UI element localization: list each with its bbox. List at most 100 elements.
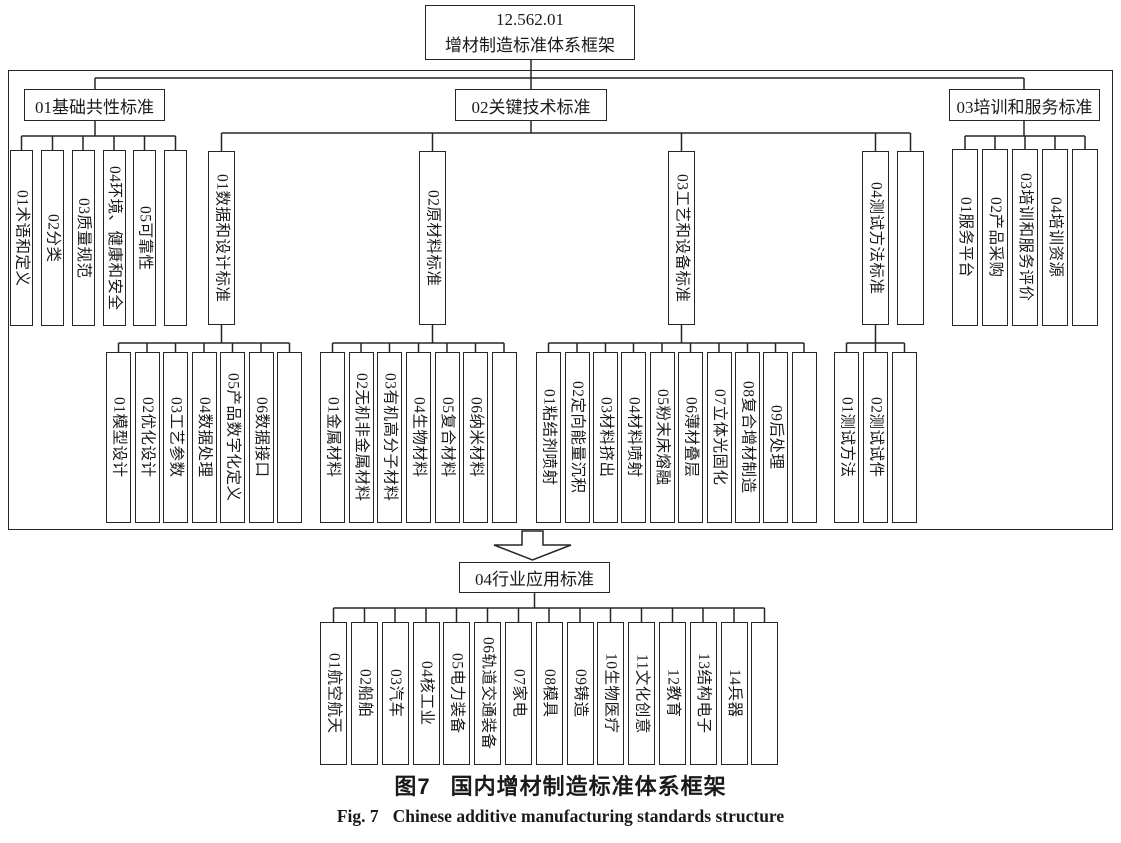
standard-box: 03材料挤出 — [593, 352, 618, 523]
standard-box: 04数据处理 — [191, 352, 217, 523]
standard-label: 02原材料标准 — [424, 189, 442, 287]
standard-label: 02分类 — [44, 213, 62, 263]
standard-box: 04环境、健康和安全 — [102, 150, 126, 326]
standard-box: 07家电 — [505, 622, 532, 765]
standard-box: 02优化设计 — [134, 352, 160, 523]
standard-box: 03有机高分子材料 — [377, 352, 402, 523]
standard-box: 01术语和定义 — [10, 150, 33, 326]
standard-box: 05可靠性 — [133, 150, 156, 326]
standard-box: 03工艺参数 — [163, 352, 188, 523]
standard-box: 06纳米材料 — [463, 352, 488, 523]
standard-label: 06纳米材料 — [467, 397, 485, 478]
standard-label: 06数据接口 — [252, 397, 270, 478]
standard-box: 02定向能量沉积 — [564, 352, 590, 523]
standard-box: 01粘结剂喷射 — [536, 352, 561, 523]
standard-label: 07立体光固化 — [710, 389, 728, 486]
standard-box: 10生物医疗 — [597, 622, 624, 765]
standard-label: 06轨道交通装备 — [479, 637, 497, 750]
standard-label: 03培训和服务标准 — [956, 97, 1093, 117]
standard-box: 13结构电子 — [689, 622, 717, 765]
standard-label: 02测试试件 — [867, 397, 885, 478]
standard-box: 05产品数字化定义 — [220, 352, 245, 523]
standard-box: 03汽车 — [381, 622, 409, 765]
standard-label: 06薄材叠层 — [682, 397, 700, 478]
standard-box: 01测试方法 — [834, 352, 859, 523]
branch-header-box: 02关键技术标准 — [455, 89, 607, 121]
empty-box — [897, 151, 924, 325]
standard-box: 02分类 — [41, 150, 64, 326]
root-box: 12.562.01 增材制造标准体系框架 — [425, 5, 635, 60]
standard-group-box: 04测试方法标准 — [862, 151, 889, 325]
standard-box: 01服务平台 — [952, 149, 978, 326]
standard-label: 02定向能量沉积 — [568, 381, 586, 494]
standard-label: 04环境、健康和安全 — [105, 165, 123, 311]
standard-label: 02船舶 — [356, 669, 374, 718]
standard-box: 02船舶 — [351, 622, 378, 765]
standard-box: 01航空航天 — [320, 622, 347, 765]
standard-label: 08模具 — [540, 669, 558, 718]
standard-group-box: 03工艺和设备标准 — [668, 151, 695, 325]
standard-label: 01模型设计 — [110, 397, 128, 478]
standard-label: 01术语和定义 — [13, 189, 31, 287]
standard-label: 04测试方法标准 — [867, 181, 885, 295]
standard-box: 08复合增材制造 — [735, 352, 760, 523]
standard-group-box: 02原材料标准 — [419, 151, 446, 325]
standard-box: 08模具 — [535, 622, 563, 765]
standard-label: 12教育 — [664, 669, 682, 718]
empty-box — [164, 150, 187, 326]
standard-label: 09铸造 — [571, 669, 589, 718]
standard-box: 01金属材料 — [320, 352, 345, 523]
standard-box: 04核工业 — [412, 622, 440, 765]
root-title: 增材制造标准体系框架 — [445, 35, 615, 55]
standard-label: 01服务平台 — [956, 197, 974, 278]
standard-box: 12教育 — [659, 622, 686, 765]
empty-box — [277, 352, 302, 523]
empty-box — [751, 622, 778, 765]
standard-label: 13结构电子 — [694, 653, 712, 734]
standard-box: 09铸造 — [566, 622, 594, 765]
standard-label: 04核工业 — [417, 661, 435, 726]
standard-box: 09后处理 — [763, 352, 788, 523]
standard-label: 05复合材料 — [438, 397, 456, 478]
standard-label: 01粘结剂喷射 — [540, 389, 558, 486]
standard-label: 08复合增材制造 — [739, 381, 757, 494]
empty-box — [892, 352, 917, 523]
standard-label: 10生物医疗 — [602, 653, 620, 734]
standard-box: 02测试试件 — [863, 352, 888, 523]
caption-zh-text: 国内增材制造标准体系框架 — [450, 774, 727, 799]
standard-box: 04生物材料 — [406, 352, 431, 523]
root-code: 12.562.01 — [496, 10, 564, 29]
standard-box: 11文化创意 — [628, 622, 655, 765]
standard-box: 06数据接口 — [248, 352, 274, 523]
standard-label: 05粉末床熔融 — [653, 389, 671, 486]
standard-label: 01测试方法 — [838, 397, 856, 478]
standard-label: 07家电 — [510, 669, 528, 718]
standard-label: 09后处理 — [767, 405, 785, 470]
standard-label: 02产品采购 — [986, 197, 1004, 278]
standard-label: 02无机非金属材料 — [352, 373, 370, 502]
empty-box — [1072, 149, 1098, 326]
tree-connectors — [20, 60, 1086, 622]
standard-label: 01数据和设计标准 — [213, 173, 231, 303]
standard-label: 03质量规范 — [74, 197, 92, 279]
branch-header-box: 01基础共性标准 — [24, 89, 165, 121]
standard-box: 05粉末床熔融 — [649, 352, 675, 523]
standard-box: 01模型设计 — [106, 352, 131, 523]
standard-box: 05复合材料 — [434, 352, 460, 523]
branch-header-box: 03培训和服务标准 — [949, 89, 1100, 121]
standard-label: 04数据处理 — [195, 397, 213, 478]
empty-box — [791, 352, 817, 523]
standard-label: 04行业应用标准 — [475, 570, 594, 589]
standard-label: 04材料喷射 — [625, 397, 643, 478]
standard-label: 03工艺和设备标准 — [673, 173, 691, 303]
caption-zh-number: 图7 — [394, 774, 431, 799]
standard-label: 02关键技术标准 — [471, 97, 591, 117]
standard-label: 11文化创意 — [633, 653, 651, 734]
standard-box: 06薄材叠层 — [678, 352, 703, 523]
standard-box: 07立体光固化 — [706, 352, 732, 523]
standard-label: 01金属材料 — [324, 397, 342, 478]
standard-label: 05电力装备 — [448, 653, 466, 734]
caption-en-text: Chinese additive manufacturing standards… — [392, 806, 785, 826]
